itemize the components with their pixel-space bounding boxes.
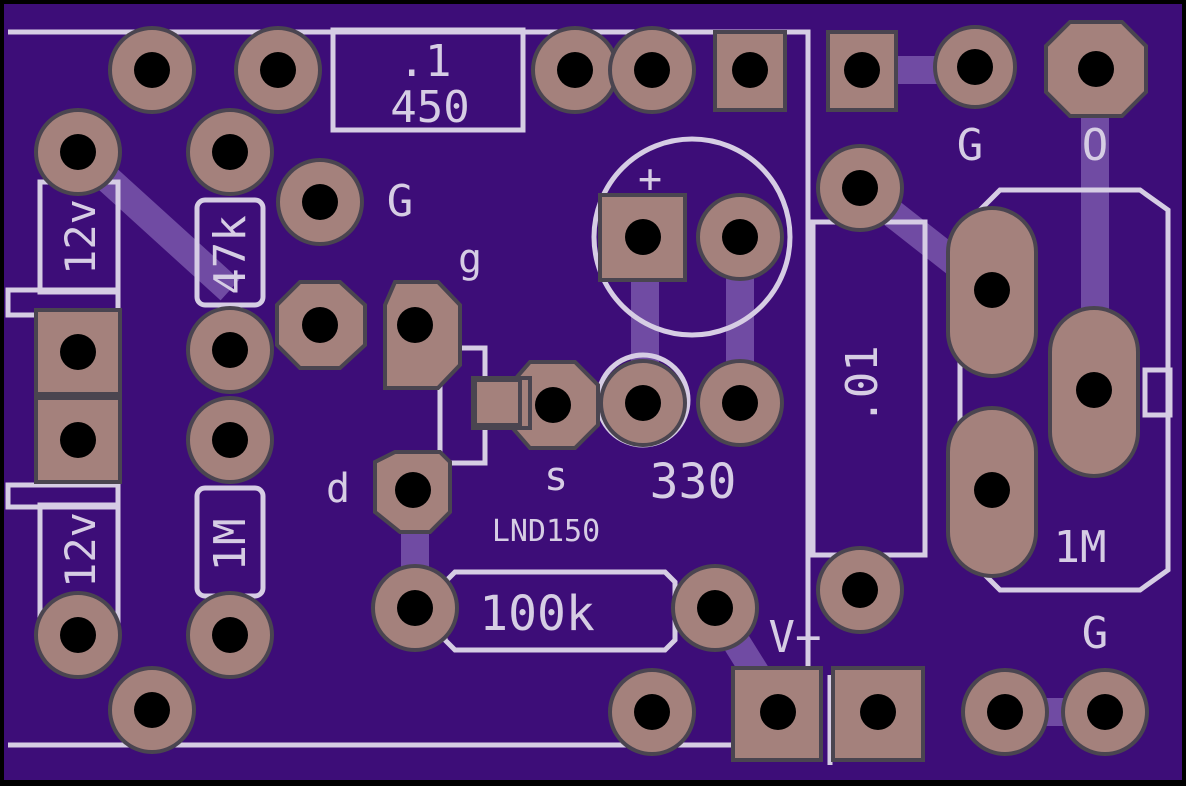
zener-bottom-label: 12v	[56, 512, 105, 588]
drain-label: d	[326, 466, 350, 512]
g-lower-right-label: G	[1082, 608, 1109, 659]
res-100k-label: 100k	[479, 586, 595, 642]
source-label: s	[544, 454, 568, 500]
cap-01-label: .01	[837, 345, 888, 424]
mosfet-label: LND150	[492, 514, 600, 549]
gate-label: g	[458, 236, 482, 282]
g-top-right-label: G	[957, 120, 984, 171]
zener-top-label: 12v	[56, 199, 105, 275]
cap-value-label: .1	[399, 36, 452, 87]
res-330-label: 330	[650, 454, 737, 510]
g-top-left-label: G	[387, 176, 414, 227]
vplus-label: V+	[769, 612, 822, 663]
drill-holes	[60, 49, 1123, 730]
res-1m-left-label: 1M	[205, 519, 256, 572]
cap-voltage-label: 450	[390, 82, 469, 133]
res-47k-label: 47k	[205, 215, 256, 294]
res-1m-right-label: 1M	[1054, 522, 1107, 573]
electrolytic-plus-label: +	[638, 156, 662, 202]
oval-pads	[946, 206, 1140, 578]
o-top-right-label: O	[1082, 120, 1109, 171]
